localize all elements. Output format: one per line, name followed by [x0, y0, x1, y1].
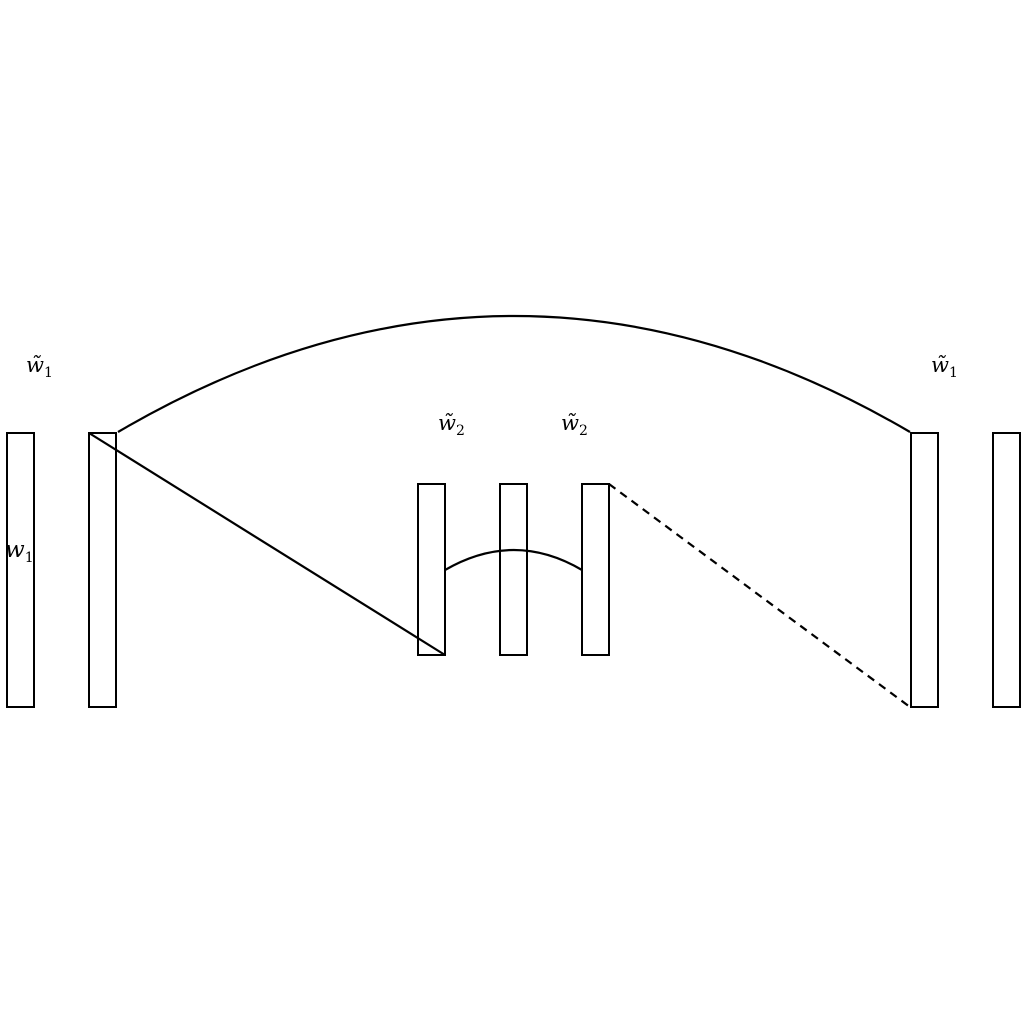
bar-inner-left	[417, 483, 446, 656]
connection-left-diagonal	[88, 432, 446, 656]
label-w1-tilde-left: w̃1	[26, 353, 53, 381]
bar-outer-left	[6, 432, 35, 708]
label-w1-tilde-right: w̃1	[931, 353, 958, 381]
bar-left	[88, 432, 117, 708]
bar-right	[910, 432, 939, 708]
label-w2-tilde-left: w̃2	[438, 411, 465, 439]
bar-outer-right	[992, 432, 1021, 708]
connection-top-arc	[117, 314, 911, 433]
bar-inner-center	[499, 483, 528, 656]
label-w2-tilde-right: w̃2	[561, 411, 588, 439]
connection-right-diagonal	[608, 483, 911, 708]
bar-inner-right	[581, 483, 610, 656]
connection-inner-arc	[444, 549, 583, 571]
label-w1-plain: w1	[5, 537, 34, 566]
